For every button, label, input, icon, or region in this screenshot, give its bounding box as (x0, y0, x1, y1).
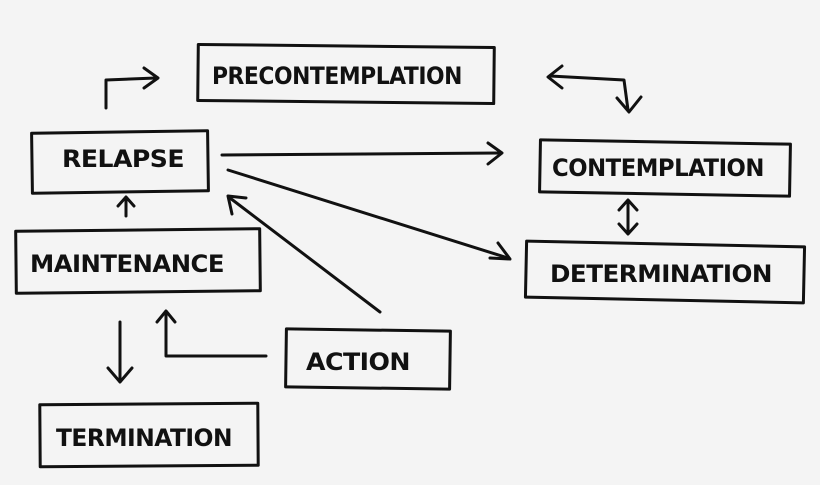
arrow-contemplation-determination-down-head (617, 222, 639, 236)
determination-label: Determination (550, 260, 772, 288)
precontemplation-frame (196, 42, 496, 106)
arrow-relapse-to-determination (226, 168, 512, 261)
arrow-precontemplation-contemplation-down-head (615, 95, 643, 114)
action-frame (284, 327, 452, 391)
arrow-relapse-determination-head (488, 241, 512, 261)
arrow-relapse-to-precontemplation (104, 66, 160, 110)
arrow-maintenance-termination-head (106, 366, 134, 384)
arrow-precontemplation-to-contemplation (546, 64, 643, 114)
arrow-relapse-to-contemplation (220, 141, 504, 166)
arrow-maintenance-to-relapse (116, 195, 136, 218)
termination-frame (38, 401, 260, 469)
arrow-relapse-contemplation-head (486, 141, 504, 166)
contemplation-frame (538, 138, 792, 198)
arrow-action-maintenance-line (164, 310, 268, 358)
arrow-maintenance-relapse-head (116, 195, 136, 208)
maintenance-box: Maintenance (14, 227, 262, 295)
arrow-relapse-contemplation-line (220, 151, 502, 157)
arrow-contemplation-determination (617, 198, 639, 236)
arrow-action-to-maintenance (155, 309, 268, 358)
arrow-relapse-precontemplation-line (104, 76, 158, 110)
relapse-box: Relapse (30, 129, 210, 195)
determination-box: Determination (523, 239, 807, 305)
arrow-action-maintenance-head (155, 309, 177, 324)
precontemplation-label: Precontemplation (212, 62, 462, 90)
arrow-relapse-determination-line (226, 168, 510, 260)
arrow-precontemplation-contemplation-left-head (546, 64, 564, 90)
termination-box: Termination (38, 401, 260, 469)
arrow-action-relapse-line (228, 196, 382, 314)
relapse-label: Relapse (62, 145, 184, 173)
contemplation-box: Contemplation (538, 138, 792, 198)
action-box: Action (284, 327, 452, 391)
arrow-precontemplation-contemplation-line (548, 74, 630, 112)
arrow-contemplation-determination-up-head (617, 198, 639, 212)
arrow-relapse-precontemplation-head (142, 66, 160, 90)
termination-label: Termination (56, 424, 232, 452)
action-label: Action (306, 348, 410, 376)
maintenance-label: Maintenance (30, 250, 224, 278)
arrow-action-relapse-head (226, 194, 248, 216)
arrow-maintenance-to-termination (106, 320, 134, 384)
contemplation-label: Contemplation (552, 154, 764, 182)
arrow-action-to-relapse (226, 194, 382, 314)
maintenance-frame (14, 227, 262, 295)
precontemplation-box: Precontemplation (196, 42, 496, 106)
determination-frame (523, 239, 807, 305)
relapse-frame (30, 129, 210, 195)
